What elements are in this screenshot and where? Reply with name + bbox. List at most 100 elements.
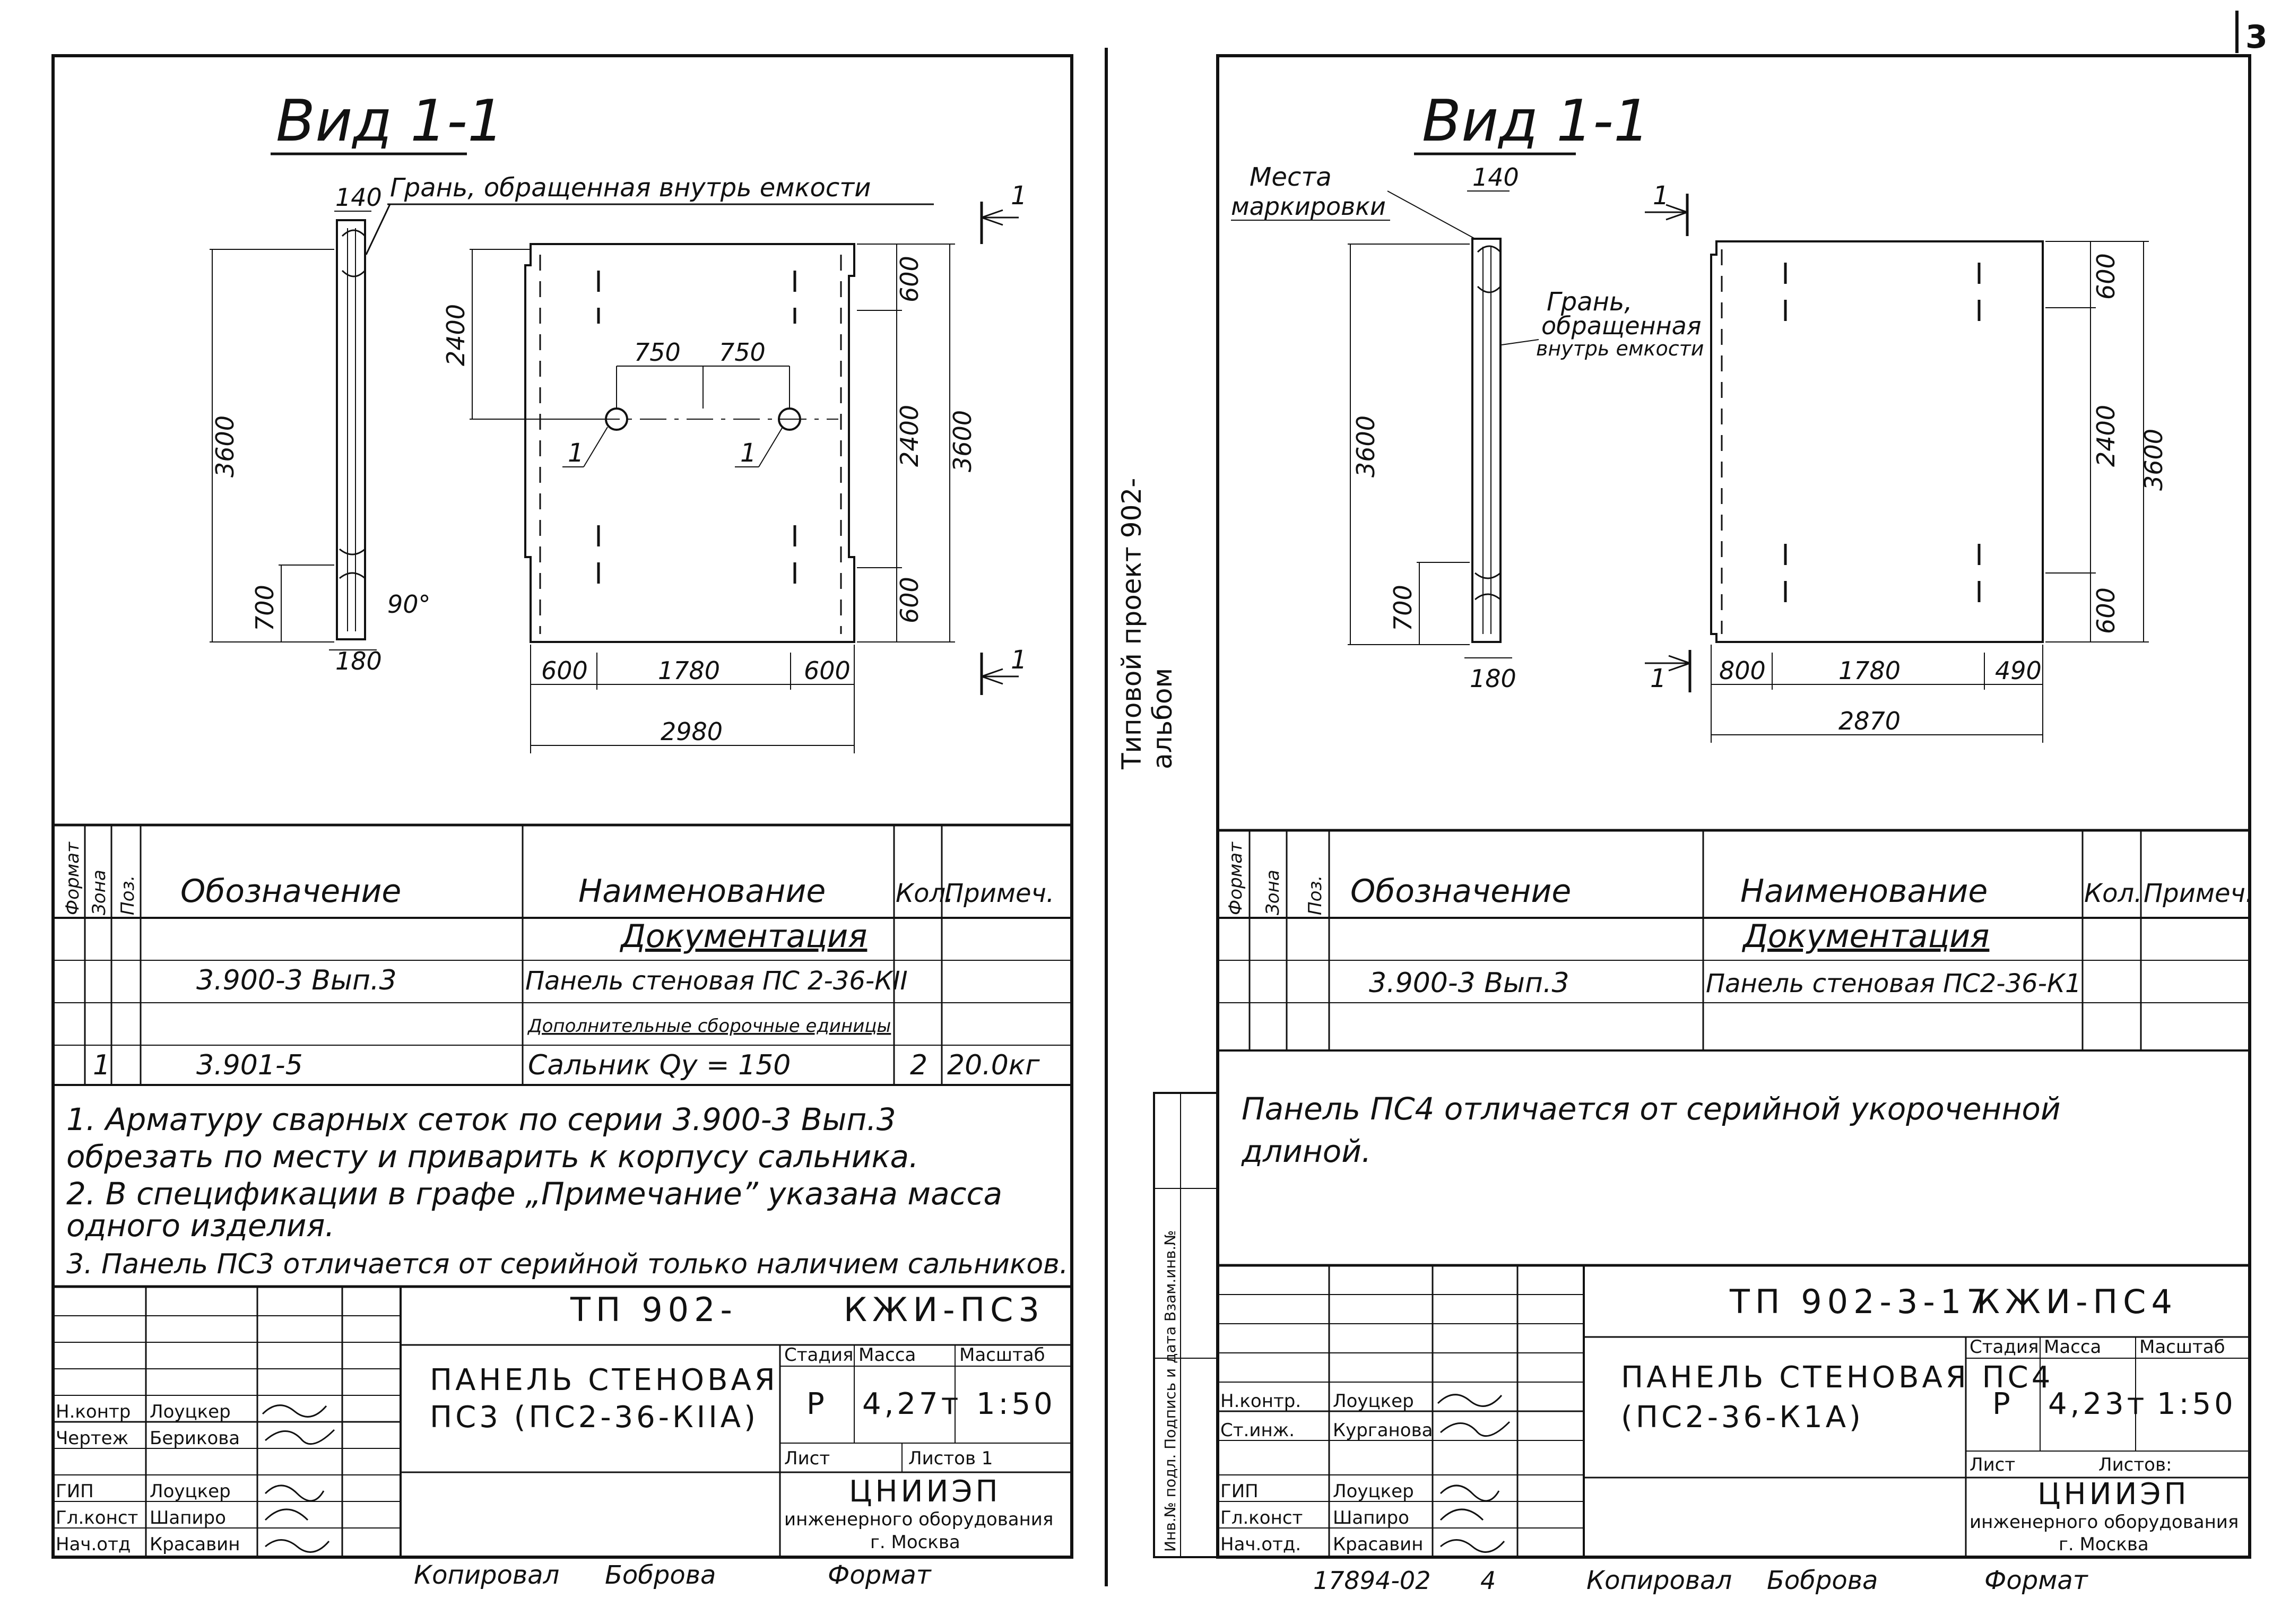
left-sheet: Вид 1-1 Грань, обращенная внутрь емкости… — [51, 54, 1073, 1590]
side-stamp-line2: альбом — [1147, 668, 1178, 769]
left-dim-panel-top-left: 2400 — [441, 304, 470, 366]
left-dim-right-top: 600 — [895, 256, 924, 302]
right-name-4: Лоуцкер — [1333, 1481, 1414, 1502]
right-col-name: Наименование — [1740, 873, 1988, 910]
right-role-4: ГИП — [1220, 1481, 1259, 1502]
right-stamp-name-line1: ПАНЕЛЬ СТЕНОВАЯ ПС4 — [1621, 1360, 2053, 1395]
right-marking-label1: Места — [1250, 162, 1332, 192]
left-section-mark-bottom: 1 — [980, 645, 1027, 695]
right-note-line2: длиной. — [1241, 1133, 1371, 1169]
right-stamp-org3: г. Москва — [2059, 1534, 2149, 1555]
right-format-label: Формат — [1984, 1566, 2089, 1595]
left-role-1: Н.контр — [56, 1401, 131, 1422]
left-panel-section — [336, 219, 366, 640]
right-signatures — [1437, 1394, 1511, 1553]
left-note-line2: обрезать по месту и приварить к корпусу … — [66, 1139, 918, 1175]
left-stamp-org2: инженерного оборудования — [784, 1509, 1053, 1530]
left-dim-height-low: 700 — [250, 585, 279, 631]
left-gland-mark-1: 1 — [568, 438, 584, 468]
left-stamp-stage-label: Стадия — [784, 1344, 853, 1366]
right-dim-bottom-total: 2870 — [1838, 707, 1901, 735]
left-col-qty: Кол. — [896, 879, 953, 908]
right-dim-right-total: 3600 — [2139, 429, 2168, 491]
right-section-mark-bottom-label: 1 — [1650, 664, 1667, 693]
right-stamp-stage: Р — [1992, 1387, 2014, 1421]
left-col-zone: Зона — [89, 870, 110, 915]
left-row3-note: 20.0кг — [947, 1049, 1040, 1081]
left-col-designation: Обозначение — [180, 873, 401, 910]
right-dim-height-low: 700 — [1389, 585, 1417, 631]
right-section-mark-bottom: 1 — [1645, 650, 1692, 693]
left-dim-bottom-mid: 1780 — [658, 656, 720, 685]
right-note-line1: Панель ПС4 отличается от серийной укороч… — [1242, 1091, 2061, 1127]
left-stamp-mass-label: Масса — [858, 1344, 916, 1366]
right-stamp-code: ТП 902-3-17 — [1729, 1282, 1993, 1321]
left-note-line5: 3. Панель ПС3 отличается от серийной тол… — [66, 1248, 1068, 1280]
left-stamp-sheet-code: КЖИ-ПС3 — [844, 1290, 1045, 1329]
left-edge-label: Грань, обращенная внутрь емкости — [390, 173, 871, 203]
left-row3-qty: 2 — [910, 1049, 927, 1081]
left-dim-bottom-total: 2980 — [661, 717, 723, 746]
right-role-5: Гл.конст — [1220, 1507, 1303, 1529]
left-notes: 1. Арматуру сварных сеток по серии 3.900… — [66, 1101, 1068, 1280]
left-section-mark-bottom-label: 1 — [1011, 645, 1027, 675]
right-stamp-org2: инженерного оборудования — [1970, 1512, 2239, 1533]
left-dim-angle: 90° — [387, 590, 431, 619]
left-dim-right-mid: 2400 — [895, 405, 924, 467]
right-stamp-mass: 4,23т — [2048, 1387, 2147, 1421]
right-role-1: Н.контр. — [1220, 1391, 1301, 1412]
left-dim-right-bot: 600 — [895, 577, 924, 623]
left-col-name: Наименование — [578, 873, 826, 910]
right-panel-section — [1471, 238, 1502, 643]
right-role-6: Нач.отд. — [1220, 1534, 1301, 1555]
right-dim-bottom-mid: 1780 — [1838, 656, 1901, 685]
left-copier-name: Боброва — [605, 1560, 716, 1590]
left-row1-designation: 3.900-3 Вып.3 — [196, 965, 397, 996]
right-edge-label2: обращенная — [1541, 311, 1702, 340]
right-copier-name: Боброва — [1767, 1566, 1878, 1595]
right-stamp-org1: ЦНИИЭП — [2037, 1477, 2190, 1512]
right-col-zone: Зона — [1262, 870, 1283, 915]
right-panel-elevation — [1710, 240, 2044, 643]
right-marking-label2: маркировки — [1231, 192, 1386, 221]
side-stamp-line1: Типовой проект 902- — [1116, 478, 1147, 770]
right-col-qty: Кол. — [2084, 879, 2142, 908]
right-role-2: Ст.инж. — [1220, 1420, 1295, 1441]
left-stamp-name-line1: ПАНЕЛЬ СТЕНОВАЯ — [430, 1363, 778, 1397]
left-signatures — [262, 1404, 335, 1553]
right-dim-right-mid: 2400 — [2092, 405, 2120, 467]
left-title-block: Н.контр Лоуцкер Чертеж Берикова ГИП Лоуц… — [53, 1285, 1072, 1557]
right-dim-right-bot: 600 — [2092, 587, 2120, 634]
right-col-note: Примеч. — [2144, 879, 2253, 908]
left-role-2: Чертеж — [56, 1428, 128, 1449]
left-note-line4: одного изделия. — [66, 1208, 335, 1244]
side-stamp: Типовой проект 902- альбом — [1116, 478, 1178, 770]
right-copied-label: Копировал — [1586, 1566, 1732, 1595]
right-edge-label1: Грань, — [1547, 287, 1633, 317]
left-stamp-stage: Р — [806, 1387, 828, 1421]
left-name-2: Берикова — [150, 1428, 240, 1449]
left-view-title: Вид 1-1 — [276, 88, 504, 154]
left-format-label: Формат — [828, 1560, 932, 1590]
left-stamp-org3: г. Москва — [870, 1532, 960, 1553]
page-number: 3 — [2245, 19, 2268, 56]
left-row3-name: Сальник Qу = 150 — [528, 1049, 791, 1081]
left-note-line3: 2. В спецификации в графе „Примечание” у… — [66, 1176, 1002, 1212]
left-role-4: ГИП — [56, 1481, 94, 1502]
right-stamp-sheets-label: Листов: — [2098, 1454, 2172, 1475]
left-section-mark-top-label: 1 — [1011, 181, 1027, 211]
right-row1-name: Панель стеновая ПС2-36-К1 — [1706, 969, 2081, 998]
left-row3-designation: 3.901-5 — [196, 1049, 303, 1081]
left-col-pos: Поз. — [117, 875, 138, 915]
right-dim-bottom-width: 180 — [1470, 664, 1516, 693]
right-dim-bottom-right: 490 — [1995, 656, 2042, 685]
left-stamp-scale: 1:50 — [976, 1387, 1056, 1421]
left-stamp-sheet-label: Лист — [784, 1448, 830, 1469]
left-role-5: Гл.конст — [56, 1507, 138, 1529]
left-row1-name: Панель стеновая ПС 2-36-КII — [525, 966, 908, 996]
left-col-format: Формат — [62, 841, 83, 915]
left-role-6: Нач.отд — [56, 1534, 131, 1555]
left-dim-height-total: 3600 — [211, 415, 239, 477]
right-name-1: Лоуцкер — [1333, 1391, 1414, 1412]
